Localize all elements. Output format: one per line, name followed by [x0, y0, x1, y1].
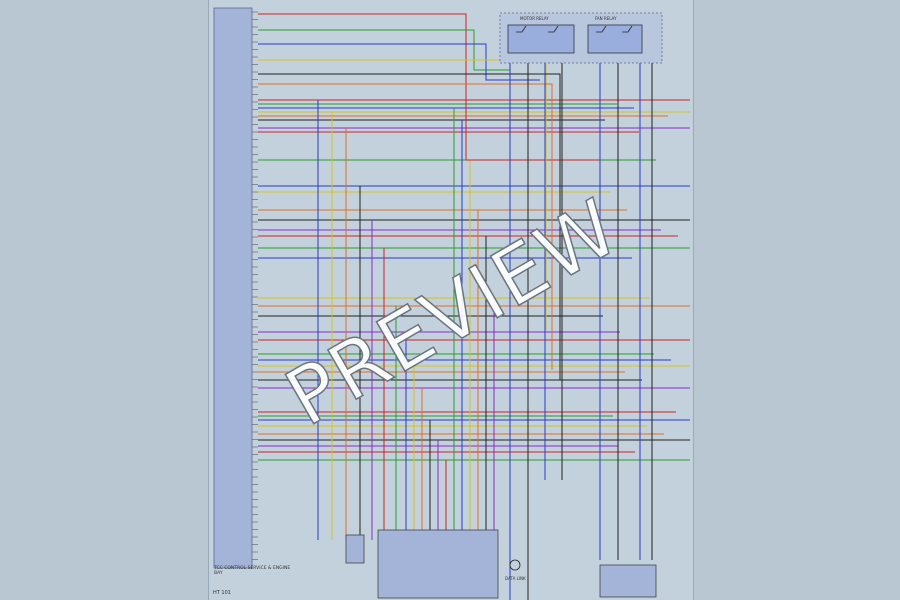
wire: [258, 368, 368, 492]
connector-bottom-label: DATA LINK: [505, 576, 526, 581]
connector-right: [599, 564, 657, 598]
wire: [258, 330, 330, 476]
motor-relay-label: MOTOR RELAY: [520, 16, 549, 21]
connector-main: [377, 529, 499, 599]
ground-symbol: [509, 559, 521, 571]
wire: [258, 13, 600, 161]
wire: [258, 83, 553, 370]
ecu-title: TCC CONTROL SERVICE & ENGINE BAY: [214, 566, 291, 576]
wire-group: [258, 13, 690, 600]
connector-small: [345, 534, 365, 564]
wire: [258, 29, 510, 71]
pin-labels: [252, 11, 258, 560]
ecu-block: [213, 7, 253, 569]
wire: [258, 73, 561, 380]
wire: [258, 376, 376, 500]
fan-relay-label: FAN RELAY: [595, 16, 617, 21]
wire: [258, 43, 540, 81]
motor-relay: [507, 24, 575, 54]
fan-relay: [587, 24, 643, 54]
page-id: HT 101: [213, 590, 231, 596]
